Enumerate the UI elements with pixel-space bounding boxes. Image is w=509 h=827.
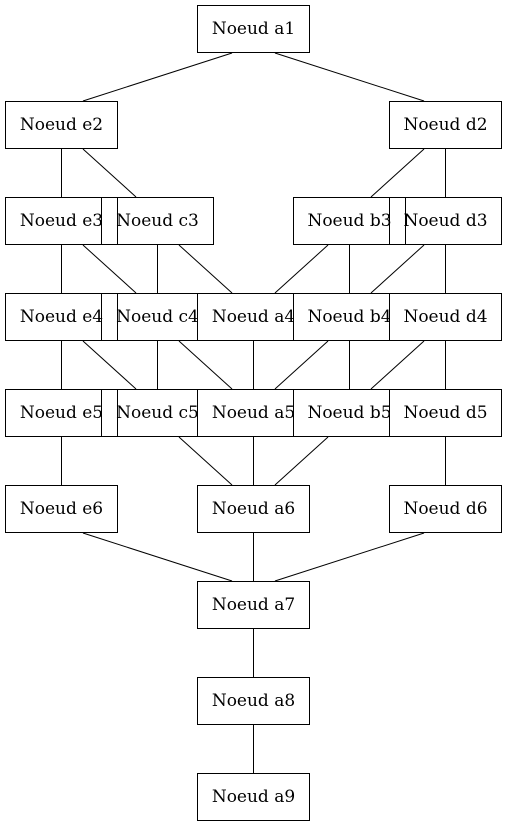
node-e6: Noeud e6: [5, 485, 118, 533]
edge-c5-a6: [178, 436, 233, 486]
edge-e6-a7: [82, 532, 233, 582]
node-c3: Noeud c3: [101, 197, 214, 245]
edge-c4-a5: [178, 340, 233, 390]
node-b5: Noeud b5: [293, 389, 406, 437]
edge-b5-a6: [274, 436, 329, 486]
edge-d3-b4: [370, 244, 425, 294]
node-e5: Noeud e5: [5, 389, 118, 437]
node-a9: Noeud a9: [197, 773, 310, 821]
node-c5: Noeud c5: [101, 389, 214, 437]
edge-e3-c4: [82, 244, 137, 294]
edge-b4-a5: [274, 340, 329, 390]
node-d4: Noeud d4: [389, 293, 502, 341]
node-b4: Noeud b4: [293, 293, 406, 341]
node-d2: Noeud d2: [389, 101, 502, 149]
node-d6: Noeud d6: [389, 485, 502, 533]
node-a5: Noeud a5: [197, 389, 310, 437]
edge-d2-b3: [370, 148, 425, 198]
node-e4: Noeud e4: [5, 293, 118, 341]
edge-e4-c5: [82, 340, 137, 390]
edge-b3-a4: [274, 244, 329, 294]
node-a6: Noeud a6: [197, 485, 310, 533]
node-b3: Noeud b3: [293, 197, 406, 245]
node-a7: Noeud a7: [197, 581, 310, 629]
edge-e2-c3: [82, 148, 137, 198]
edge-a1-d2: [274, 52, 425, 102]
node-d5: Noeud d5: [389, 389, 502, 437]
node-a8: Noeud a8: [197, 677, 310, 725]
edge-d6-a7: [274, 532, 425, 582]
node-e3: Noeud e3: [5, 197, 118, 245]
node-e2: Noeud e2: [5, 101, 118, 149]
edge-c3-a4: [178, 244, 233, 294]
edge-d4-b5: [370, 340, 425, 390]
node-a4: Noeud a4: [197, 293, 310, 341]
node-a1: Noeud a1: [197, 5, 310, 53]
edge-a1-e2: [82, 52, 233, 102]
node-c4: Noeud c4: [101, 293, 214, 341]
node-d3: Noeud d3: [389, 197, 502, 245]
